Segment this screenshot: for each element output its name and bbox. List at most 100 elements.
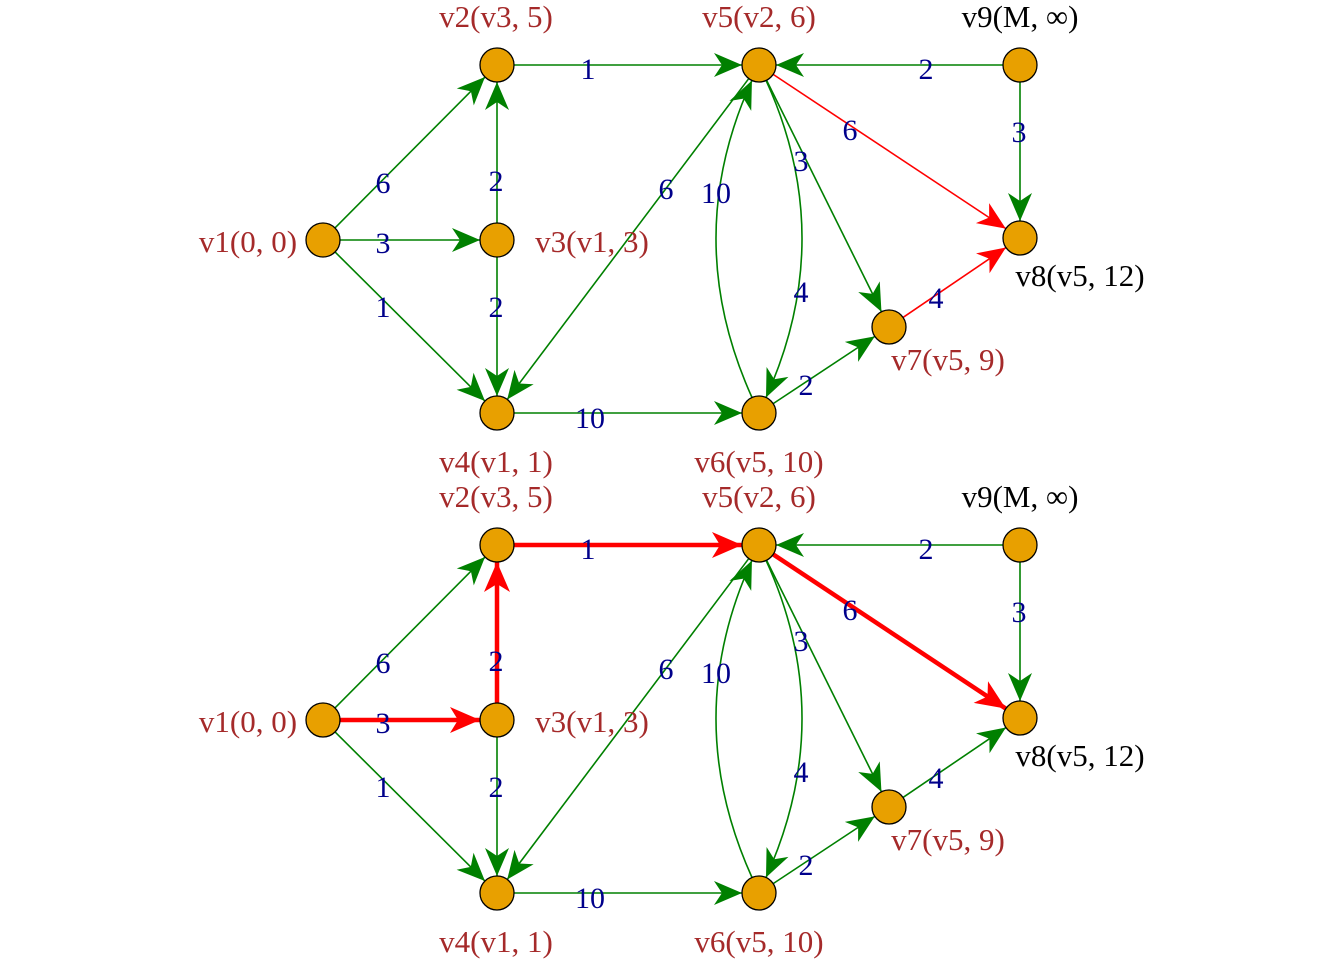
edge-line-v5-v4 [506, 78, 750, 400]
edge-v4-v6: 10 [514, 401, 742, 435]
edge-arrowhead-v3-v4 [485, 848, 509, 876]
edge-weight-v9-v5: 2 [919, 533, 934, 566]
node-circle-v6 [741, 395, 777, 431]
edge-arrowhead-v5-v6 [765, 847, 789, 878]
edge-v5-v4: 6 [506, 558, 750, 880]
edge-weight-v1-v4: 1 [376, 291, 391, 324]
node-circle-v4 [479, 875, 515, 911]
edge-v3-v4: 2 [485, 257, 509, 396]
node-label-v1: v1(0, 0) [199, 224, 297, 259]
edge-weight-v6-v5: 10 [701, 657, 731, 690]
node-circle-v3 [479, 222, 515, 258]
node-v5: v5(v2, 6) [702, 479, 816, 563]
edge-v5-v6: 4 [765, 560, 809, 878]
edge-weight-v9-v8: 3 [1012, 116, 1027, 149]
edge-arrowhead-v1-v3 [450, 707, 480, 733]
edge-arrowhead-v1-v2 [456, 557, 486, 586]
node-label-v7: v7(v5, 9) [891, 822, 1005, 857]
edge-arrowhead-v5-v7 [858, 761, 882, 792]
edge-v5-v4: 6 [506, 78, 750, 400]
edge-arrowhead-v9-v8 [1008, 673, 1032, 701]
edge-arrowhead-v1-v2 [456, 77, 486, 106]
edge-arrowhead-v5-v6 [765, 367, 789, 398]
edge-v6-v5: 10 [701, 560, 753, 878]
edge-v6-v5: 10 [701, 80, 753, 398]
edge-weight-v6-v7: 2 [799, 849, 814, 882]
edge-weight-v7-v8: 4 [929, 282, 944, 315]
edge-weight-v9-v8: 3 [1012, 596, 1027, 629]
edge-arrowhead-v3-v2 [485, 82, 509, 110]
node-v7: v7(v5, 9) [871, 309, 1005, 377]
node-circle-v2 [479, 527, 515, 563]
edge-line-v5-v8 [772, 73, 1007, 230]
node-label-v8: v8(v5, 12) [1015, 738, 1144, 773]
edge-weight-v5-v6: 4 [794, 276, 809, 309]
node-circle-v2 [479, 47, 515, 83]
node-circle-v5 [741, 47, 777, 83]
edge-weight-v5-v4: 6 [659, 653, 674, 686]
edge-weight-v9-v5: 2 [919, 53, 934, 86]
edge-line-v5-v7 [765, 559, 883, 793]
node-circle-v3 [479, 702, 515, 738]
node-v4: v4(v1, 1) [439, 395, 553, 479]
edge-v5-v8: 6 [772, 73, 1007, 230]
node-v7: v7(v5, 9) [871, 789, 1005, 857]
edge-arrowhead-v5-v8 [975, 203, 1006, 229]
node-label-v2: v2(v3, 5) [439, 479, 553, 514]
edge-arrowhead-v4-v6 [714, 881, 742, 905]
edge-v9-v8: 3 [1008, 82, 1032, 221]
edge-line-v6-v7 [772, 335, 876, 405]
edge-line-v6-v7 [772, 815, 876, 885]
node-circle-v6 [741, 875, 777, 911]
node-label-v9: v9(M, ∞) [962, 479, 1079, 514]
edge-weight-v2-v5: 1 [581, 53, 596, 86]
node-v6: v6(v5, 10) [694, 395, 824, 479]
edge-v5-v8: 6 [771, 552, 1008, 711]
edge-v5-v7: 3 [765, 559, 883, 793]
edge-line-v5-v4 [506, 558, 750, 880]
edge-arrowhead-v5-v4 [507, 849, 534, 880]
node-label-v4: v4(v1, 1) [439, 924, 553, 959]
edge-weight-v5-v8: 6 [843, 594, 858, 627]
edge-arrowhead-v3-v2 [484, 562, 510, 592]
node-v9: v9(M, ∞) [962, 479, 1079, 563]
node-v8: v8(v5, 12) [1002, 700, 1145, 773]
node-label-v5: v5(v2, 6) [702, 479, 816, 514]
edge-line-v7-v8 [902, 726, 1007, 799]
node-v6: v6(v5, 10) [694, 875, 824, 959]
edge-v1-v2: 6 [334, 556, 486, 709]
edge-weight-v3-v2: 2 [489, 645, 504, 678]
node-v5: v5(v2, 6) [702, 0, 816, 83]
node-circle-v5 [741, 527, 777, 563]
edge-weight-v3-v4: 2 [489, 771, 504, 804]
edge-v1-v3: 3 [340, 707, 480, 740]
edge-v9-v5: 2 [776, 533, 1003, 566]
edge-arrowhead-v2-v5 [714, 53, 742, 77]
edge-line-v1-v2 [334, 76, 486, 229]
edge-arrowhead-v6-v7 [844, 816, 875, 842]
edge-v3-v2: 2 [484, 562, 510, 703]
edge-v1-v4: 1 [334, 251, 486, 402]
edge-arrowhead-v1-v3 [452, 228, 480, 252]
edge-v2-v5: 1 [514, 53, 742, 86]
edge-arrowhead-v6-v5 [729, 80, 752, 111]
node-circle-v8 [1002, 700, 1038, 736]
edge-v2-v5: 1 [514, 532, 742, 566]
node-circle-v1 [305, 222, 341, 258]
edge-v6-v7: 2 [772, 815, 876, 885]
node-label-v3: v3(v1, 3) [535, 224, 649, 259]
node-v4: v4(v1, 1) [439, 875, 553, 959]
edge-line-v7-v8 [902, 246, 1007, 319]
edge-arrowhead-v5-v8 [973, 681, 1006, 709]
edge-arrowhead-v1-v4 [456, 372, 485, 402]
edge-arrowhead-v5-v7 [858, 281, 882, 312]
node-label-v6: v6(v5, 10) [694, 444, 823, 479]
edge-line-v1-v2 [334, 556, 486, 709]
edge-line-v1-v4 [334, 731, 486, 882]
edge-v1-v3: 3 [340, 227, 480, 260]
edge-line-v6-v5 [715, 560, 753, 878]
edge-arrowhead-v9-v8 [1008, 193, 1032, 221]
node-label-v7: v7(v5, 9) [891, 342, 1005, 377]
